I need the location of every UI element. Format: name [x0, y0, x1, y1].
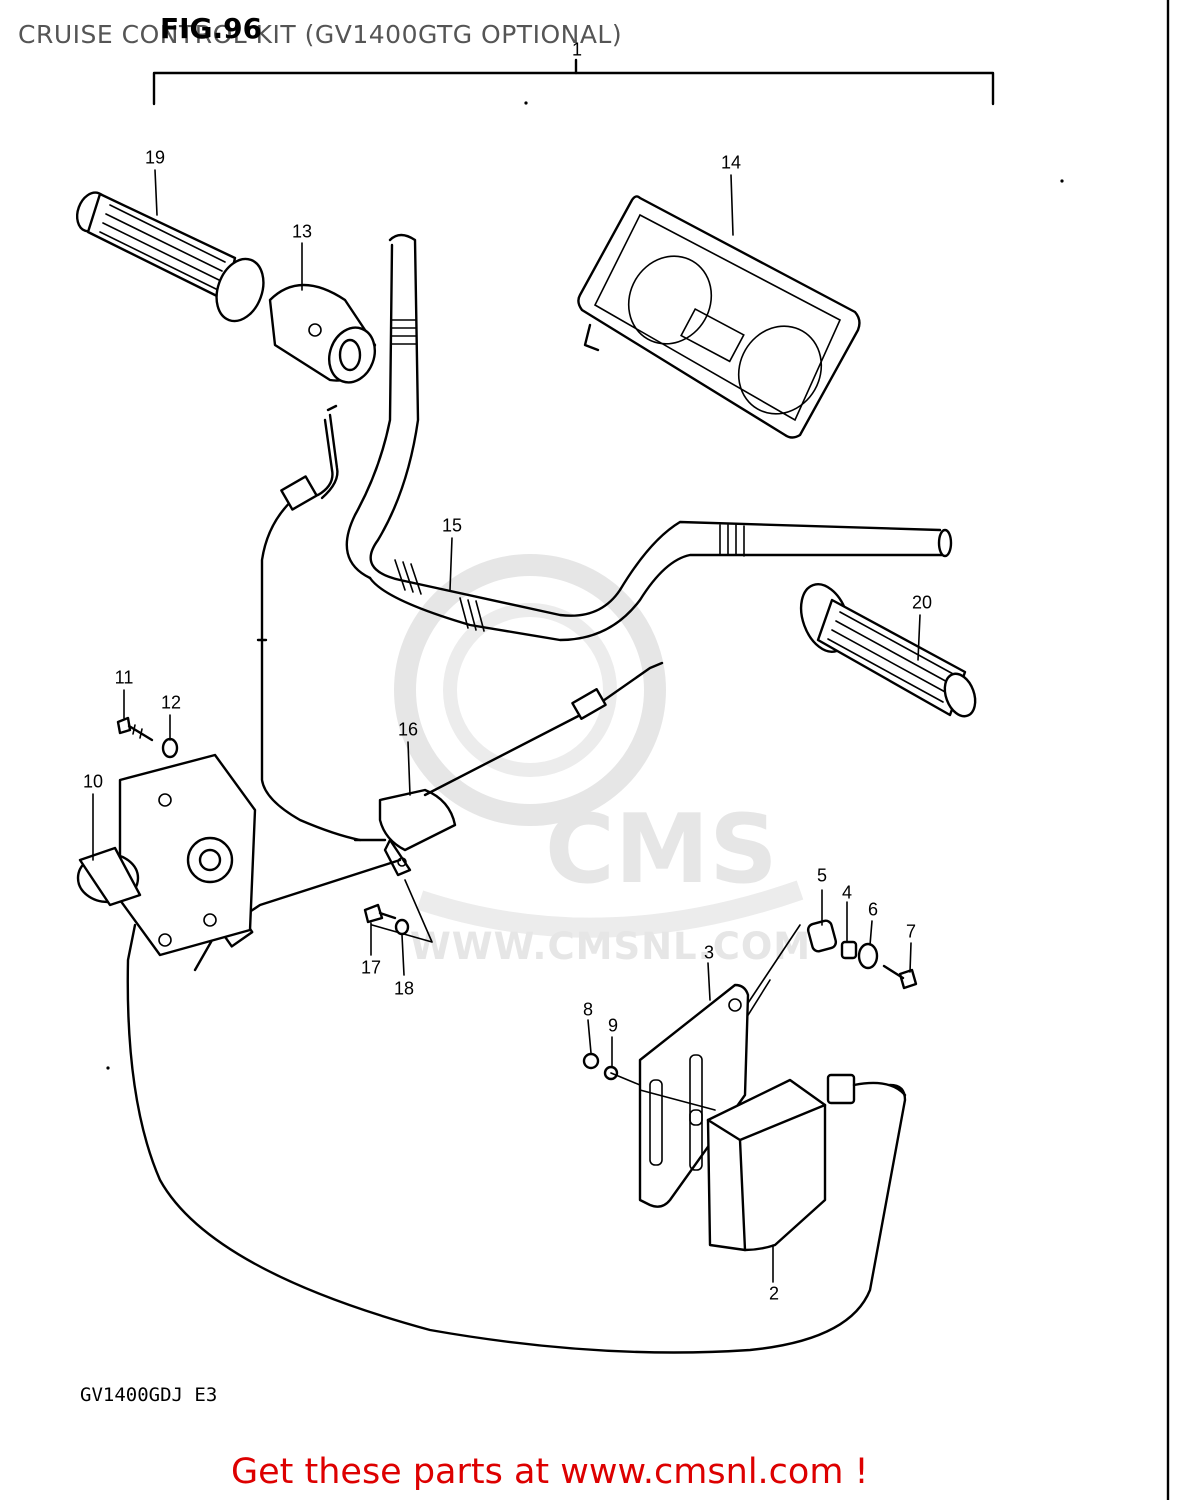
callout-5: 5 [816, 865, 828, 886]
callout-14: 14 [720, 152, 742, 173]
callout-18: 18 [393, 978, 415, 999]
parts-link[interactable]: Get these parts at www.cmsnl.com ! [231, 1452, 869, 1492]
watermark-url: WWW.CMSNL.COM [410, 925, 812, 968]
collar-4 [840, 940, 858, 960]
callout-1: 1 [571, 39, 583, 60]
washer-12 [161, 737, 179, 759]
watermark-logo: CMS [545, 795, 778, 905]
callout-2: 2 [768, 1283, 780, 1304]
actuator [76, 753, 907, 1354]
callout-16: 16 [397, 719, 419, 740]
handlebar [345, 233, 953, 642]
right-grip [799, 583, 977, 718]
switch-housing [268, 283, 377, 384]
callout-19: 19 [144, 147, 166, 168]
meter-cover [577, 195, 861, 439]
guide-line [739, 924, 801, 1021]
assembly-bracket [152, 58, 995, 106]
callout-11: 11 [114, 667, 134, 688]
screw-11 [116, 716, 154, 742]
callout-13: 13 [291, 221, 313, 242]
callout-4: 4 [841, 882, 853, 903]
left-grip [75, 191, 265, 323]
nut-8 [582, 1052, 600, 1070]
callout-15: 15 [441, 515, 463, 536]
washer-18 [394, 918, 410, 936]
page-title: CRUISE CONTROL KIT (GV1400GTG OPTIONAL) [18, 20, 623, 49]
throttle-cable [256, 404, 362, 842]
callout-3: 3 [703, 942, 715, 963]
callout-9: 9 [607, 1015, 619, 1036]
callout-8: 8 [582, 999, 594, 1020]
cable-junction [193, 661, 664, 972]
callout-10: 10 [82, 771, 104, 792]
bolt-17 [363, 903, 397, 924]
callout-17: 17 [360, 957, 382, 978]
callout-7: 7 [905, 921, 917, 942]
bolt-7 [882, 964, 918, 990]
control-unit [639, 1073, 907, 1252]
washer-6 [857, 942, 879, 970]
model-code: GV1400GDJ E3 [80, 1384, 218, 1406]
callout-6: 6 [867, 899, 879, 920]
callout-12: 12 [160, 692, 182, 713]
leader-lines [92, 169, 921, 1283]
callout-20: 20 [911, 592, 933, 613]
grommet-5 [806, 919, 838, 953]
figure-label: FIG.96 [160, 12, 263, 45]
